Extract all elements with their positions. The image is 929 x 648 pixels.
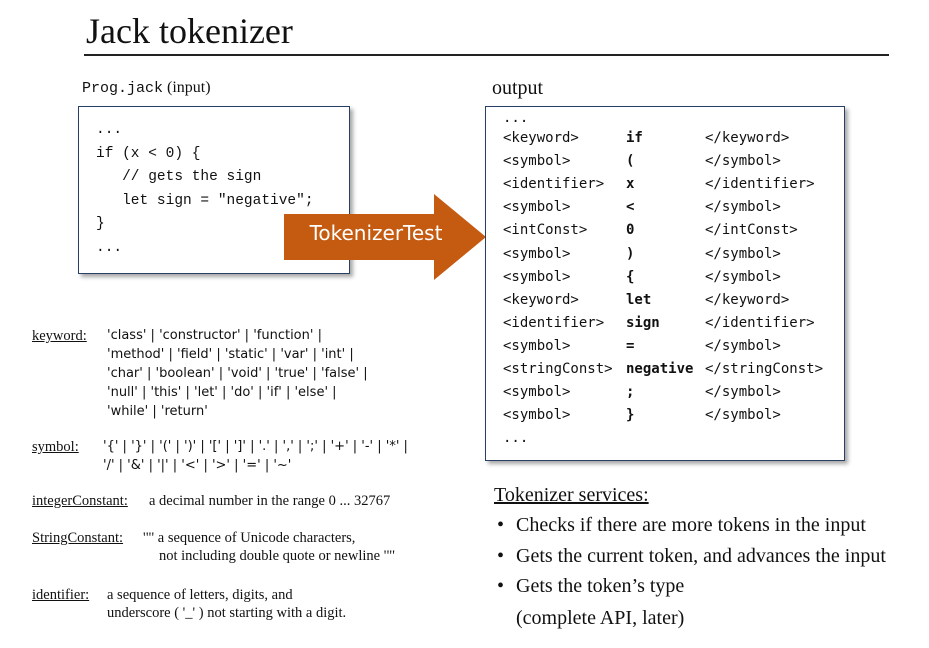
token-open-tag: <symbol> [503,384,571,401]
code-line: ... [96,122,123,138]
token-close-tag: </symbol> [705,337,781,354]
token-close-tag: </stringConst> [705,361,824,377]
token-close-tag: </symbol> [705,199,781,216]
grammar-string-line: '"' a sequence of Unicode characters, [143,530,356,546]
token-open-tag: <symbol> [503,153,571,170]
token-open-tag: <symbol> [503,245,571,262]
output-box [485,106,845,461]
grammar-symbol-line: '/' | '&' | '|' | '<' | '>' | '=' | '~' [103,458,292,473]
token-value: } [626,407,635,424]
token-close-tag: </identifier> [705,176,815,193]
token-close-tag: </keyword> [705,130,790,146]
grammar-keyword-line: 'while' | 'return' [107,404,208,419]
grammar-symbol-label: symbol: [32,439,79,455]
output-label: output [492,77,544,99]
token-value: ) [626,245,635,262]
service-item: Checks if there are more tokens in the i… [516,514,866,536]
code-line: // gets the sign [96,169,262,185]
code-line: ... [96,240,123,256]
grammar-keyword-line: 'null' | 'this' | 'let' | 'do' | 'if' | … [107,385,337,400]
output-bottom-ellipsis: ... [503,430,529,446]
grammar-identifier-label: identifier: [32,587,90,603]
token-open-tag: <intConst> [503,222,588,239]
token-open-tag: <identifier> [503,314,605,331]
grammar-keyword-line: 'method' | 'field' | 'static' | 'var' | … [107,347,354,362]
token-open-tag: <symbol> [503,199,571,216]
output-top-ellipsis: ... [503,110,529,126]
input-label: Prog.jack (input) [82,79,211,97]
tokenizer-arrow [284,194,486,280]
token-close-tag: </keyword> [705,291,790,308]
bullet-marker: • [497,545,505,567]
grammar-identifier-line: underscore ( '_' ) not starting with a d… [107,605,347,621]
token-close-tag: </symbol> [705,407,781,424]
services-title: Tokenizer services: [494,484,649,506]
token-open-tag: <stringConst> [503,361,613,377]
grammar-integer-text: a decimal number in the range 0 ... 3276… [149,493,391,509]
token-value: 0 [626,222,635,239]
input-suffix: (input) [167,79,211,96]
token-close-tag: </symbol> [705,153,781,170]
token-close-tag: </symbol> [705,268,781,285]
token-close-tag: </symbol> [705,245,781,262]
token-close-tag: </symbol> [705,384,781,401]
grammar-integer-label: integerConstant: [32,493,128,509]
input-filename: Prog.jack [82,80,164,97]
token-open-tag: <symbol> [503,268,571,285]
token-open-tag: <symbol> [503,337,571,354]
token-value: sign [626,314,660,331]
token-value: = [626,337,635,354]
token-open-tag: <identifier> [503,176,605,193]
service-item: Gets the current token, and advances the… [516,545,886,567]
grammar-keyword-line: 'class' | 'constructor' | 'function' | [107,328,322,343]
code-line: let sign = "negative"; [96,193,314,209]
grammar-symbol-line: '{' | '}' | '(' | ')' | '[' | ']' | '.' … [103,439,408,454]
grammar-keyword-label: keyword: [32,328,87,344]
grammar-string-label: StringConstant: [32,530,124,546]
token-value: ( [626,153,635,170]
bullet-marker: • [497,575,505,597]
title-underline [84,54,889,56]
grammar-keyword-line: 'char' | 'boolean' | 'void' | 'true' | '… [107,366,368,381]
token-open-tag: <symbol> [503,407,571,424]
service-item: Gets the token’s type [516,575,685,597]
grammar-identifier-line: a sequence of letters, digits, and [107,587,293,603]
service-note: (complete API, later) [516,607,685,629]
token-value: < [626,199,635,216]
grammar-string-line: not including double quote or newline '"… [159,548,395,564]
page-title: Jack tokenizer [86,11,293,51]
bullet-marker: • [497,514,505,536]
token-close-tag: </intConst> [705,222,798,239]
code-line: if (x < 0) { [96,146,201,162]
token-open-tag: <keyword> [503,291,579,308]
arrow-label: TokenizerTest [309,221,443,245]
code-line: } [96,216,105,232]
token-value: if [626,130,643,146]
token-value: negative [626,361,694,377]
token-value: { [626,268,635,285]
token-value: let [626,291,652,308]
token-close-tag: </identifier> [705,314,815,331]
token-value: x [626,176,635,193]
token-open-tag: <keyword> [503,130,579,146]
arrow-shape [284,194,486,280]
token-value: ; [626,384,635,401]
